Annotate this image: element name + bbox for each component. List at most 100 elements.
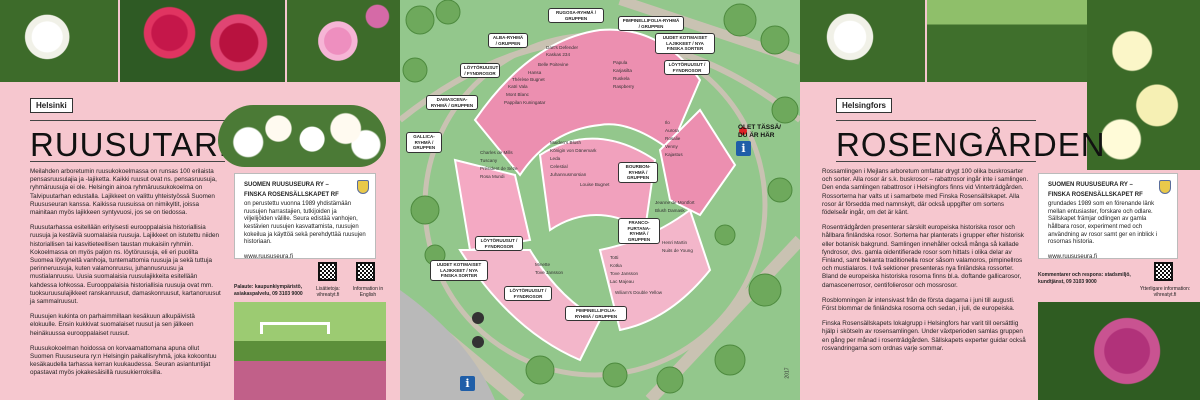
bourbon-group-label[interactable]: BOURBON-RYHMÄ / GRUPPEN <box>618 162 658 183</box>
damascena-group-label[interactable]: DAMASCENA-RYHMÄ / GRUPPEN <box>426 95 478 110</box>
variety-name: Aurora <box>665 128 679 133</box>
variety-name: Raspberry <box>613 84 635 89</box>
variety-name: Nuits de Young <box>662 248 693 253</box>
variety-name: Königin von Dänemark <box>550 148 597 153</box>
variety-name: Celestial <box>550 164 568 169</box>
paragraph: Rosblomningen är intensivast från de för… <box>822 296 1015 313</box>
map-drawing <box>400 0 800 400</box>
pimpinellifolia-group-label[interactable]: PIMPINELLIFOLIA-RYHMÄ / GRUPPEN <box>565 306 627 321</box>
red-rose-photo <box>120 0 285 82</box>
variety-name: Juhannusmorsian <box>550 172 587 177</box>
variety-name: Louise Bugnet <box>580 182 610 187</box>
society-crest-icon <box>1159 180 1171 194</box>
qr-code-icon[interactable] <box>318 262 337 281</box>
variety-name: Ilo <box>665 120 670 125</box>
society-name-swedish: FINSKA ROSENSÄLLSKAPET RF <box>244 191 339 198</box>
variety-name: Karjasilta <box>613 68 632 73</box>
garden-bench-photo <box>234 302 386 400</box>
found-roses-label[interactable]: LÖYTÖRUUSUT / FYNDROSOR <box>475 236 523 251</box>
divider <box>30 120 225 121</box>
society-url[interactable]: www.ruususeura.fi <box>244 253 294 260</box>
divider <box>836 161 1036 162</box>
variety-name: Katri Vala <box>508 84 528 89</box>
society-crest-icon <box>357 180 369 194</box>
alba-group-label[interactable]: ALBA-RYHMÄ / GRUPPEN <box>488 33 528 48</box>
variety-name: Tove Jansson <box>535 270 564 275</box>
white-rose-photo <box>800 0 925 82</box>
variety-name: Maiden's Blush <box>550 140 582 145</box>
variety-name: Hansa <box>528 70 542 75</box>
yellow-rose-photo <box>1087 0 1200 170</box>
map-year: 2017 <box>784 367 791 379</box>
francofurtana-group-label[interactable]: FRANCO-FURTANA-RYHMÄ / GRUPPEN <box>618 218 660 244</box>
pink-rose-photo <box>287 0 400 82</box>
page-title: ROSENGÅRDEN <box>836 126 1106 163</box>
white-rose-bouquet-photo <box>218 105 386 167</box>
swedish-info-panel: Helsingfors ROSENGÅRDEN Rossamlingen i M… <box>800 0 1200 400</box>
body-text: Rossamlingen i Mejlans arboretum omfatta… <box>822 168 1030 360</box>
paragraph: Ruusutarhassa esitellään erityisesti eur… <box>30 224 221 306</box>
society-text: on perustettu vuonna 1989 yhdistämään ru… <box>244 201 366 246</box>
city-tab: Helsingfors <box>836 98 893 113</box>
variety-name: Rosa Mundi <box>480 174 505 179</box>
you-are-here-label: OLET TÄSSÄ/ DU ÄR HÄR <box>738 124 781 139</box>
variety-name: Venny <box>665 144 678 149</box>
info-icon[interactable]: i <box>460 376 475 391</box>
divider <box>30 161 225 162</box>
finnish-info-panel: Helsinki RUUSUTARHA Meilahden arboretumi… <box>0 0 400 400</box>
paragraph: Finska Rosensällskapets lokalgrupp i Hel… <box>822 320 1026 352</box>
variety-name: Blush Damask <box>655 208 685 213</box>
qr-code-icon[interactable] <box>1154 262 1173 281</box>
divider <box>836 120 1036 121</box>
city-tab: Helsinki <box>30 98 73 113</box>
variety-name: Pappilan Kuningatar <box>504 100 546 105</box>
qr-label: Ytterligare information: vihreatyt.fi <box>1139 286 1191 298</box>
society-text: grundades 1989 som en förenande länk mel… <box>1048 201 1158 246</box>
white-rose-photo <box>0 0 118 82</box>
rugosa-group-label[interactable]: RUGOSA-RYHMÄ / GRUPPEN <box>548 8 604 23</box>
feedback-note: Kommentarer och respons: stadsmiljö, kun… <box>1038 272 1131 285</box>
rose-society-box: SUOMEN RUUSUSEURA RY – FINSKA ROSENSÄLLS… <box>234 173 376 260</box>
variety-name: Tove Jansson <box>610 271 639 276</box>
variety-name: Tuscany <box>480 158 498 163</box>
variety-name: Rosalie <box>665 136 681 141</box>
variety-name: Thérèse Bugnet <box>512 77 545 82</box>
variety-name: Minette <box>535 262 551 267</box>
rose-society-box: SUOMEN RUUSUSEURA RY – FINSKA ROSENSÄLLS… <box>1038 173 1178 260</box>
variety-name: Mont Blanc <box>506 92 529 97</box>
bench-icon <box>260 322 330 334</box>
variety-name: Papula <box>613 60 628 65</box>
variety-name: Lac Majeau <box>610 279 634 284</box>
variety-name: Wiliam's Double Yellow <box>615 290 663 295</box>
found-roses-label[interactable]: LÖYTÖRUUSUT / FYNDROSOR <box>664 60 710 75</box>
new-finnish-varieties-label[interactable]: UUDET KOTIMAISET LAJIKKEET / NYA FINSKA … <box>430 260 488 281</box>
variety-name: Ruskela <box>613 76 630 81</box>
variety-name: Belle Poitevine <box>538 62 569 67</box>
variety-name: Leda <box>550 156 561 161</box>
variety-name: Kotka <box>610 263 622 268</box>
new-finnish-varieties-label[interactable]: UUDET KOTIMAISET LAJIKKEET / NYA FINSKA … <box>655 33 715 54</box>
variety-name: Dart's Defender <box>546 45 579 50</box>
variety-name: Henri Martin <box>662 240 688 245</box>
feedback-note: Palaute: kaupunkiympäristö, asiakaspalve… <box>234 284 303 297</box>
paragraph: Ruusukokoelman hoidossa on korvaamattoma… <box>30 344 217 377</box>
garden-map: RUGOSA-RYHMÄ / GRUPPEN PIMPINELLIFOLIA-R… <box>400 0 800 400</box>
society-name: SUOMEN RUUSUSEURA RY – <box>244 182 329 188</box>
found-roses-label[interactable]: LÖYTÖRUUSUT / FYNDROSOR <box>504 286 552 301</box>
variety-name: Jeanne de Montfort <box>655 200 695 205</box>
pimpinellifolia-group-label[interactable]: PIMPINELLIFOLIA-RYHMÄ / GRUPPEN <box>618 16 684 31</box>
society-url[interactable]: www.ruususeura.fi <box>1048 253 1098 260</box>
gallica-group-label[interactable]: GALLICA-RYHMÄ / GRUPPEN <box>406 132 442 153</box>
found-roses-label[interactable]: LÖYTÖRUUSUT / FYNDROSOR <box>460 63 500 78</box>
variety-name: Kaskas 234 <box>546 52 571 57</box>
garden-photo <box>927 0 1087 82</box>
paragraph: Meilahden arboretumin ruusukokoelmassa o… <box>30 168 217 217</box>
qr-code-icon[interactable] <box>356 262 375 281</box>
paragraph: Rosenträdgården presenterar särskilt eur… <box>822 224 1024 289</box>
variety-name: Totti <box>610 255 619 260</box>
paragraph: Ruusujen kukinta on parhaimmillaan kesäk… <box>30 313 195 337</box>
paragraph: Rossamlingen i Mejlans arboretum omfatta… <box>822 168 1029 217</box>
body-text: Meilahden arboretumin ruusukokoelmassa o… <box>30 168 222 385</box>
info-icon[interactable]: i <box>736 141 751 156</box>
variety-name: Kajastus <box>665 152 683 157</box>
